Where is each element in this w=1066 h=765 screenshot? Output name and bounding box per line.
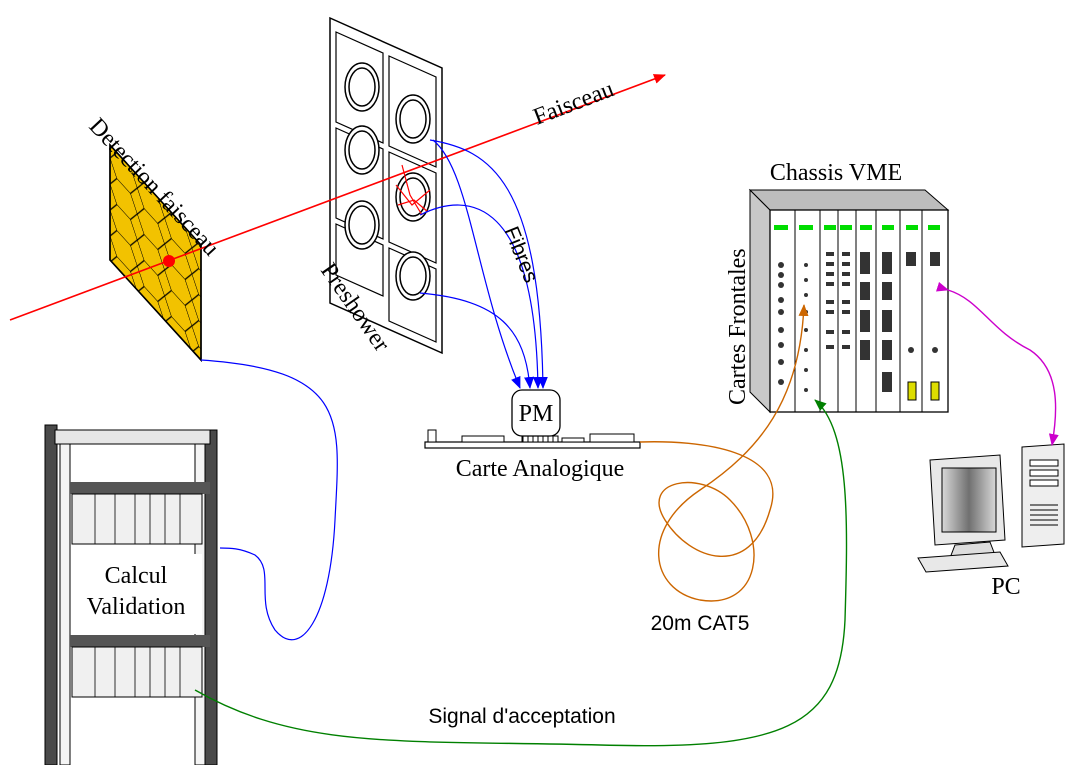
fibre-bundle	[419, 139, 548, 389]
fibres-label: Fibres	[499, 223, 542, 286]
equipment-rack	[44, 424, 218, 765]
acceptance-signal-label: Signal d'acceptation	[428, 705, 615, 728]
beam-detector-hodoscope	[109, 143, 202, 362]
pc-link-cable	[936, 281, 1059, 446]
preshower-panel	[329, 16, 443, 355]
shower-tracks-icon	[395, 164, 431, 216]
vme-crate-label: Chassis VME	[770, 160, 902, 186]
analog-board-label: Carte Analogique	[456, 456, 625, 482]
pm-label: PM	[519, 401, 554, 427]
analog-board	[424, 389, 641, 449]
photomultiplier	[511, 389, 561, 437]
acceptance-signal-cable	[194, 399, 848, 747]
desktop-computer	[917, 443, 1065, 573]
pc-label: PC	[991, 574, 1020, 600]
vme-crate	[748, 188, 950, 414]
calcul-label: Calcul	[105, 563, 168, 589]
validation-label: Validation	[87, 594, 186, 620]
front-cards-label: Cartes Frontales	[725, 248, 751, 405]
cat5-cable	[639, 304, 809, 602]
hodoscope-cable	[200, 359, 338, 641]
beam-arrow	[9, 74, 666, 321]
beam-label: Faisceau	[530, 76, 618, 130]
cable-label: 20m CAT5	[651, 612, 750, 635]
led-strip	[774, 225, 940, 230]
